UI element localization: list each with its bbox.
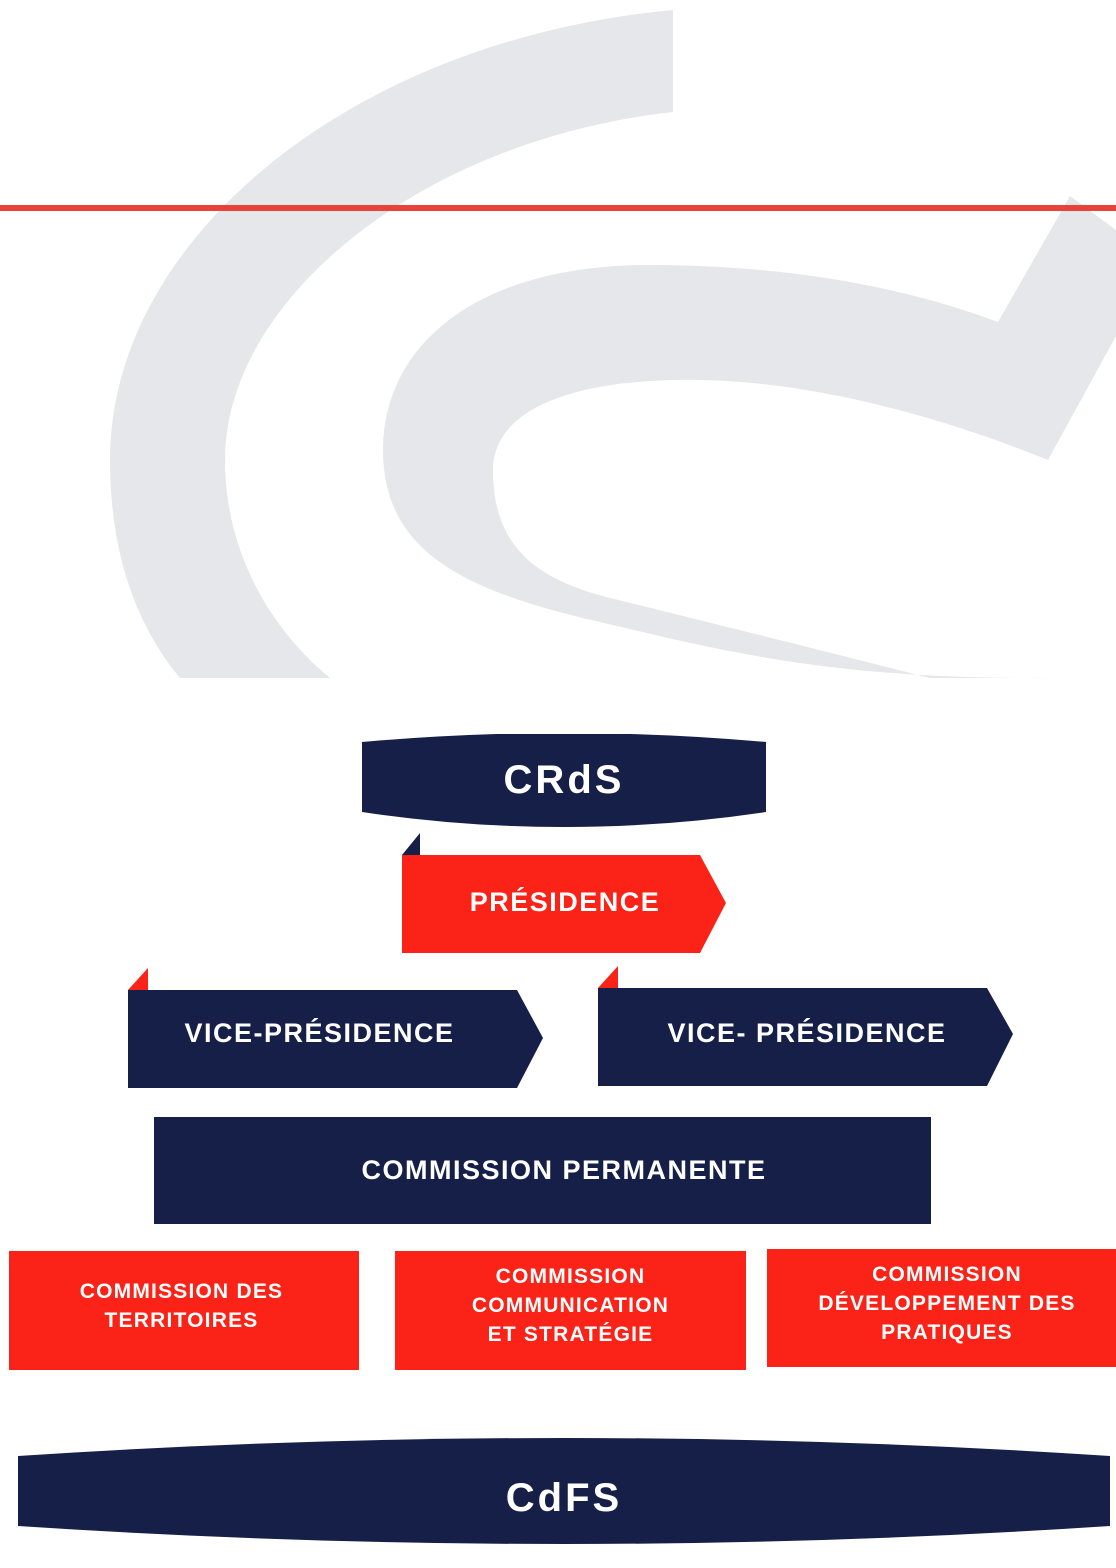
vice-presidence-right-box (598, 966, 1013, 1086)
red-divider-line (0, 205, 1116, 211)
watermark-c-shape (110, 10, 673, 678)
commission-communication-label: COMMISSION COMMUNICATION ET STRATÉGIE (471, 1265, 670, 1346)
crds-box (362, 734, 766, 827)
commission-permanente-label: COMMISSION PERMANENTE (361, 1155, 767, 1185)
commission-territoires-label: COMMISSION DES TERRITOIRES (79, 1279, 284, 1332)
commission-developpement-box (767, 1249, 1116, 1367)
vice-presidence-left-label: VICE-PRÉSIDENCE (184, 1018, 455, 1048)
crds-label: CRdS (503, 757, 625, 802)
commission-developpement-label: COMMISSION DÉVELOPPEMENT DES PRATIQUES (818, 1262, 1076, 1344)
cdfs-box (18, 1438, 1110, 1544)
vice-presidence-right-label: VICE- PRÉSIDENCE (667, 1018, 947, 1048)
cs-logo-watermark-icon (110, 10, 1116, 679)
vice-presidence-left-box (128, 968, 543, 1088)
cdfs-label: CdFS (505, 1475, 623, 1520)
presidence-label: PRÉSIDENCE (469, 887, 661, 917)
commission-permanente-box (154, 1117, 931, 1224)
watermark-s-shape (383, 196, 1116, 679)
commission-communication-box (395, 1251, 746, 1370)
commission-territoires-box (9, 1251, 359, 1370)
presidence-box (402, 833, 726, 953)
